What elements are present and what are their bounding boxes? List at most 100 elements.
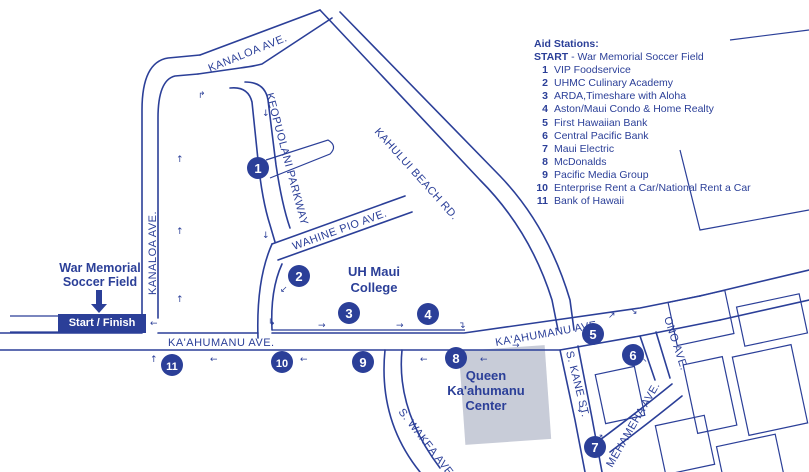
legend-station-row: 4 Aston/Maui Condo & Home Realty bbox=[534, 103, 804, 116]
svg-text:↑: ↑ bbox=[176, 295, 184, 305]
legend-station-name: Maui Electric bbox=[554, 142, 615, 155]
kaahumanu-ave-road-right-inner bbox=[719, 299, 809, 321]
legend-station-name: Enterprise Rent a Car/National Rent a Ca… bbox=[554, 182, 751, 195]
svg-text:↱: ↱ bbox=[198, 91, 206, 101]
marker-10: 10 bbox=[271, 351, 293, 373]
legend-start-row: START - War Memorial Soccer Field bbox=[534, 51, 804, 64]
svg-text:↓: ↓ bbox=[262, 109, 270, 119]
legend-station-name: Aston/Maui Condo & Home Realty bbox=[554, 103, 714, 116]
legend-station-number: 4 bbox=[542, 103, 548, 116]
svg-text:10: 10 bbox=[276, 358, 288, 370]
college-label-line2: College bbox=[351, 280, 398, 295]
legend-station-name: First Hawaiian Bank bbox=[554, 116, 648, 129]
campus-curve-road bbox=[256, 243, 273, 339]
street-label-kanaloa-left: KANALOA AVE. bbox=[147, 211, 159, 295]
marker-2: 2 bbox=[288, 265, 310, 287]
svg-text:←: ← bbox=[150, 319, 158, 329]
svg-text:6: 6 bbox=[629, 348, 636, 363]
marker-4: 4 bbox=[417, 303, 439, 325]
ono-ave-road bbox=[639, 335, 656, 381]
svg-text:5: 5 bbox=[589, 327, 596, 342]
kahului-beach-rd-road-inner bbox=[339, 11, 575, 331]
legend-start-text: - War Memorial Soccer Field bbox=[568, 51, 704, 64]
legend-station-row: 10 Enterprise Rent a Car/National Rent a … bbox=[534, 182, 804, 195]
svg-text:9: 9 bbox=[359, 355, 366, 370]
svg-text:↙: ↙ bbox=[280, 285, 288, 295]
marker-3: 3 bbox=[338, 302, 360, 324]
legend-title: Aid Stations: bbox=[534, 38, 599, 50]
legend-station-name: ARDA,Timeshare with Aloha bbox=[554, 90, 687, 103]
legend-station-number: 10 bbox=[536, 182, 548, 195]
svg-text:↗: ↗ bbox=[608, 311, 616, 321]
svg-text:↑: ↑ bbox=[176, 155, 184, 165]
legend-station-row: 7 Maui Electric bbox=[534, 143, 804, 156]
legend-station-number: 6 bbox=[542, 129, 548, 142]
svg-text:↓: ↓ bbox=[576, 405, 584, 415]
street-label-mehameha: MEHAMEHA AVE. bbox=[604, 380, 662, 469]
center-label-line3: Center bbox=[465, 398, 506, 413]
legend-station-number: 9 bbox=[542, 168, 548, 181]
keopuolani-parkway-road-inner bbox=[244, 81, 291, 229]
kahului-beach-rd-road bbox=[319, 9, 559, 331]
svg-text:↑: ↑ bbox=[176, 227, 184, 237]
mehameha-ave-road bbox=[599, 383, 673, 441]
legend-station-number: 8 bbox=[542, 155, 548, 168]
legend-station-name: Bank of Hawaii bbox=[554, 195, 625, 208]
svg-text:←: ← bbox=[300, 355, 308, 365]
shopping-center-building bbox=[458, 345, 552, 445]
legend-station-number: 3 bbox=[542, 90, 548, 103]
campus-curve-road-inner bbox=[270, 263, 283, 331]
marker-1: 1 bbox=[247, 157, 269, 179]
street-label-s-wakea: S. WAKEA AVE. bbox=[396, 406, 458, 472]
legend-station-name: Central Pacific Bank bbox=[554, 129, 649, 142]
svg-text:11: 11 bbox=[166, 361, 178, 373]
marker-8: 8 bbox=[445, 347, 467, 369]
legend-station-name: VIP Foodservice bbox=[554, 64, 631, 77]
svg-text:↘: ↘ bbox=[630, 307, 638, 317]
s-wakea-ave-road-inner bbox=[400, 349, 441, 469]
legend-station-row: 5 First Hawaiian Bank bbox=[534, 117, 804, 130]
legend-station-number: 1 bbox=[542, 64, 548, 77]
legend-start-key: START bbox=[534, 51, 569, 64]
soccer-field-label: War Memorial Soccer Field bbox=[50, 261, 150, 289]
spur-road bbox=[265, 139, 335, 179]
svg-text:→: → bbox=[396, 321, 404, 331]
svg-text:↓: ↓ bbox=[262, 231, 270, 241]
svg-text:3: 3 bbox=[345, 306, 352, 321]
svg-text:2: 2 bbox=[295, 269, 302, 284]
svg-text:←: ← bbox=[210, 355, 218, 365]
legend-station-row: 6 Central Pacific Bank bbox=[534, 130, 804, 143]
legend-station-row: 11 Bank of Hawaii bbox=[534, 195, 804, 208]
legend-station-number: 5 bbox=[542, 116, 548, 129]
kanaloa-ave-road bbox=[141, 54, 201, 319]
legend-station-number: 11 bbox=[536, 195, 548, 208]
marker-7: 7 bbox=[584, 436, 606, 458]
svg-text:7: 7 bbox=[591, 440, 598, 455]
aid-station-markers: 1 2 3 4 5 6 7 8 9 10 11 bbox=[161, 157, 644, 458]
legend-station-name: UHMC Culinary Academy bbox=[554, 77, 674, 90]
kanaloa-ave-top-road bbox=[199, 9, 321, 56]
marker-11: 11 bbox=[161, 354, 183, 376]
aid-stations-legend: Aid Stations: START - War Memorial Socce… bbox=[534, 38, 804, 208]
svg-text:4: 4 bbox=[424, 307, 432, 322]
soccer-field-label-line1: War Memorial bbox=[59, 261, 141, 275]
legend-station-number: 7 bbox=[542, 142, 548, 155]
route-arrows: ↱ ↑ ↑ ↑ ↓ ↓ ↙ ↳ → → ↴ → ↗ ↘ ← ← ← ← ↑ ← … bbox=[150, 91, 648, 443]
kanaloa-ave-road-inner bbox=[157, 73, 199, 319]
s-kane-st-road bbox=[559, 349, 586, 472]
wahine-pio-ave-road-inner bbox=[277, 211, 413, 261]
svg-text:1: 1 bbox=[254, 161, 261, 176]
parking-lines bbox=[10, 315, 58, 333]
svg-text:↑: ↑ bbox=[150, 355, 158, 365]
mehameha-ave-road-inner bbox=[609, 395, 683, 453]
kanaloa-ave-top-road-inner bbox=[197, 17, 333, 75]
street-label-kahului-beach: KAHULUI BEACH RD. bbox=[372, 126, 461, 223]
ono-ave-road-inner bbox=[655, 331, 671, 379]
legend-station-name: Pacific Media Group bbox=[554, 168, 649, 181]
kaahumanu-ave-road-inner bbox=[0, 319, 721, 351]
marker-5: 5 bbox=[582, 323, 604, 345]
